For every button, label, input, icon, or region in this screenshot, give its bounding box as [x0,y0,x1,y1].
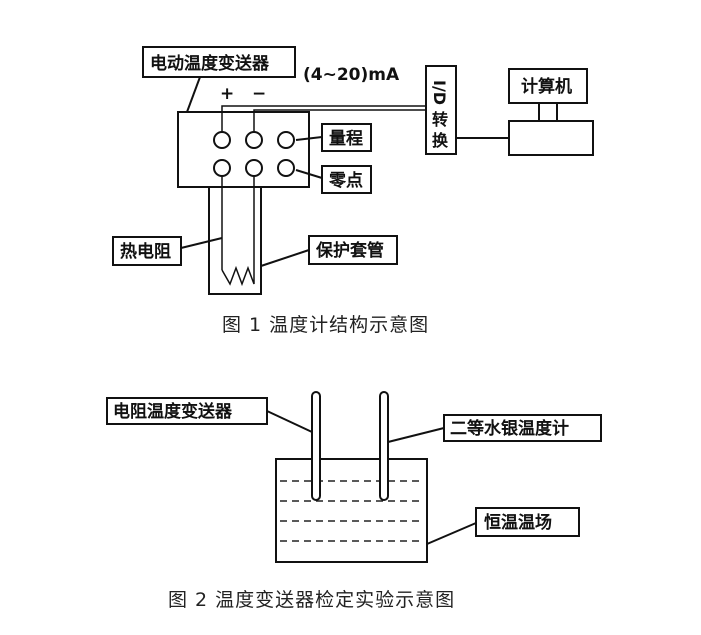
thermometer-leader-line [387,427,445,443]
terminal-circle [277,131,295,149]
transmitter-leader-line [186,76,201,113]
rtd-transmitter-leader-line [266,410,313,433]
terminal-circle [277,159,295,177]
computer-monitor [508,68,588,104]
rtd-label-box [112,236,182,266]
sheath-label-box [308,235,398,265]
figure-2-caption: 图 2 温度变送器检定实验示意图 [168,589,455,611]
thermometer-label: 二等水银温度计 [450,418,569,439]
computer-stand [538,102,558,122]
computer-base [508,120,594,156]
sheath-label: 保护套管 [315,240,384,261]
zero-label-box [321,165,372,194]
constant-temperature-bath [275,458,428,563]
protection-sheath [208,186,262,295]
terminal-circle [213,159,231,177]
rtd-leader-line [180,237,223,249]
plus-terminal-sign: + [220,84,234,104]
rtd-label: 热电阻 [120,241,171,262]
signal-wire-minus [253,109,436,132]
figure-1: 电动温度变送器 (4~20)mA + − 量程 零点 I/D 转 换 [112,46,594,336]
terminal-circle [245,159,263,177]
rtd-element-zigzag [221,265,255,287]
converter-label-id: I/D [430,80,449,105]
converter-box [425,65,457,155]
terminal-circle [213,131,231,149]
zero-leader-line [295,169,323,179]
figure-2: 电阻温度变送器 二等水银温度计 恒温温场 图 2 温度变送器检定实验示意图 [106,391,602,611]
bath-label-box [475,507,580,537]
thermometer-label-box [443,414,602,442]
bath-leader-line [426,522,477,545]
figure-1-caption: 图 1 温度计结构示意图 [222,314,429,336]
current-range-label: (4~20)mA [303,65,400,85]
rtd-transmitter-label-box [106,397,268,425]
transmitter-label-box [142,46,296,78]
rtd-transmitter-probe [311,391,321,501]
signal-wire-plus [221,105,436,132]
terminal-circle [245,131,263,149]
computer-label: 计算机 [521,76,572,97]
transmitter-label: 电动温度变送器 [150,53,270,74]
zero-label: 零点 [328,170,363,191]
minus-terminal-sign: − [252,84,266,104]
bath-label: 恒温温场 [484,512,552,533]
mercury-thermometer [379,391,389,501]
range-leader-line [295,136,323,141]
range-label: 量程 [329,128,363,149]
converter-label-huan: 换 [432,131,449,150]
sheath-leader-line [260,249,310,267]
rtd-transmitter-label: 电阻温度变送器 [113,401,233,422]
converter-label-zhuan: 转 [432,110,448,129]
